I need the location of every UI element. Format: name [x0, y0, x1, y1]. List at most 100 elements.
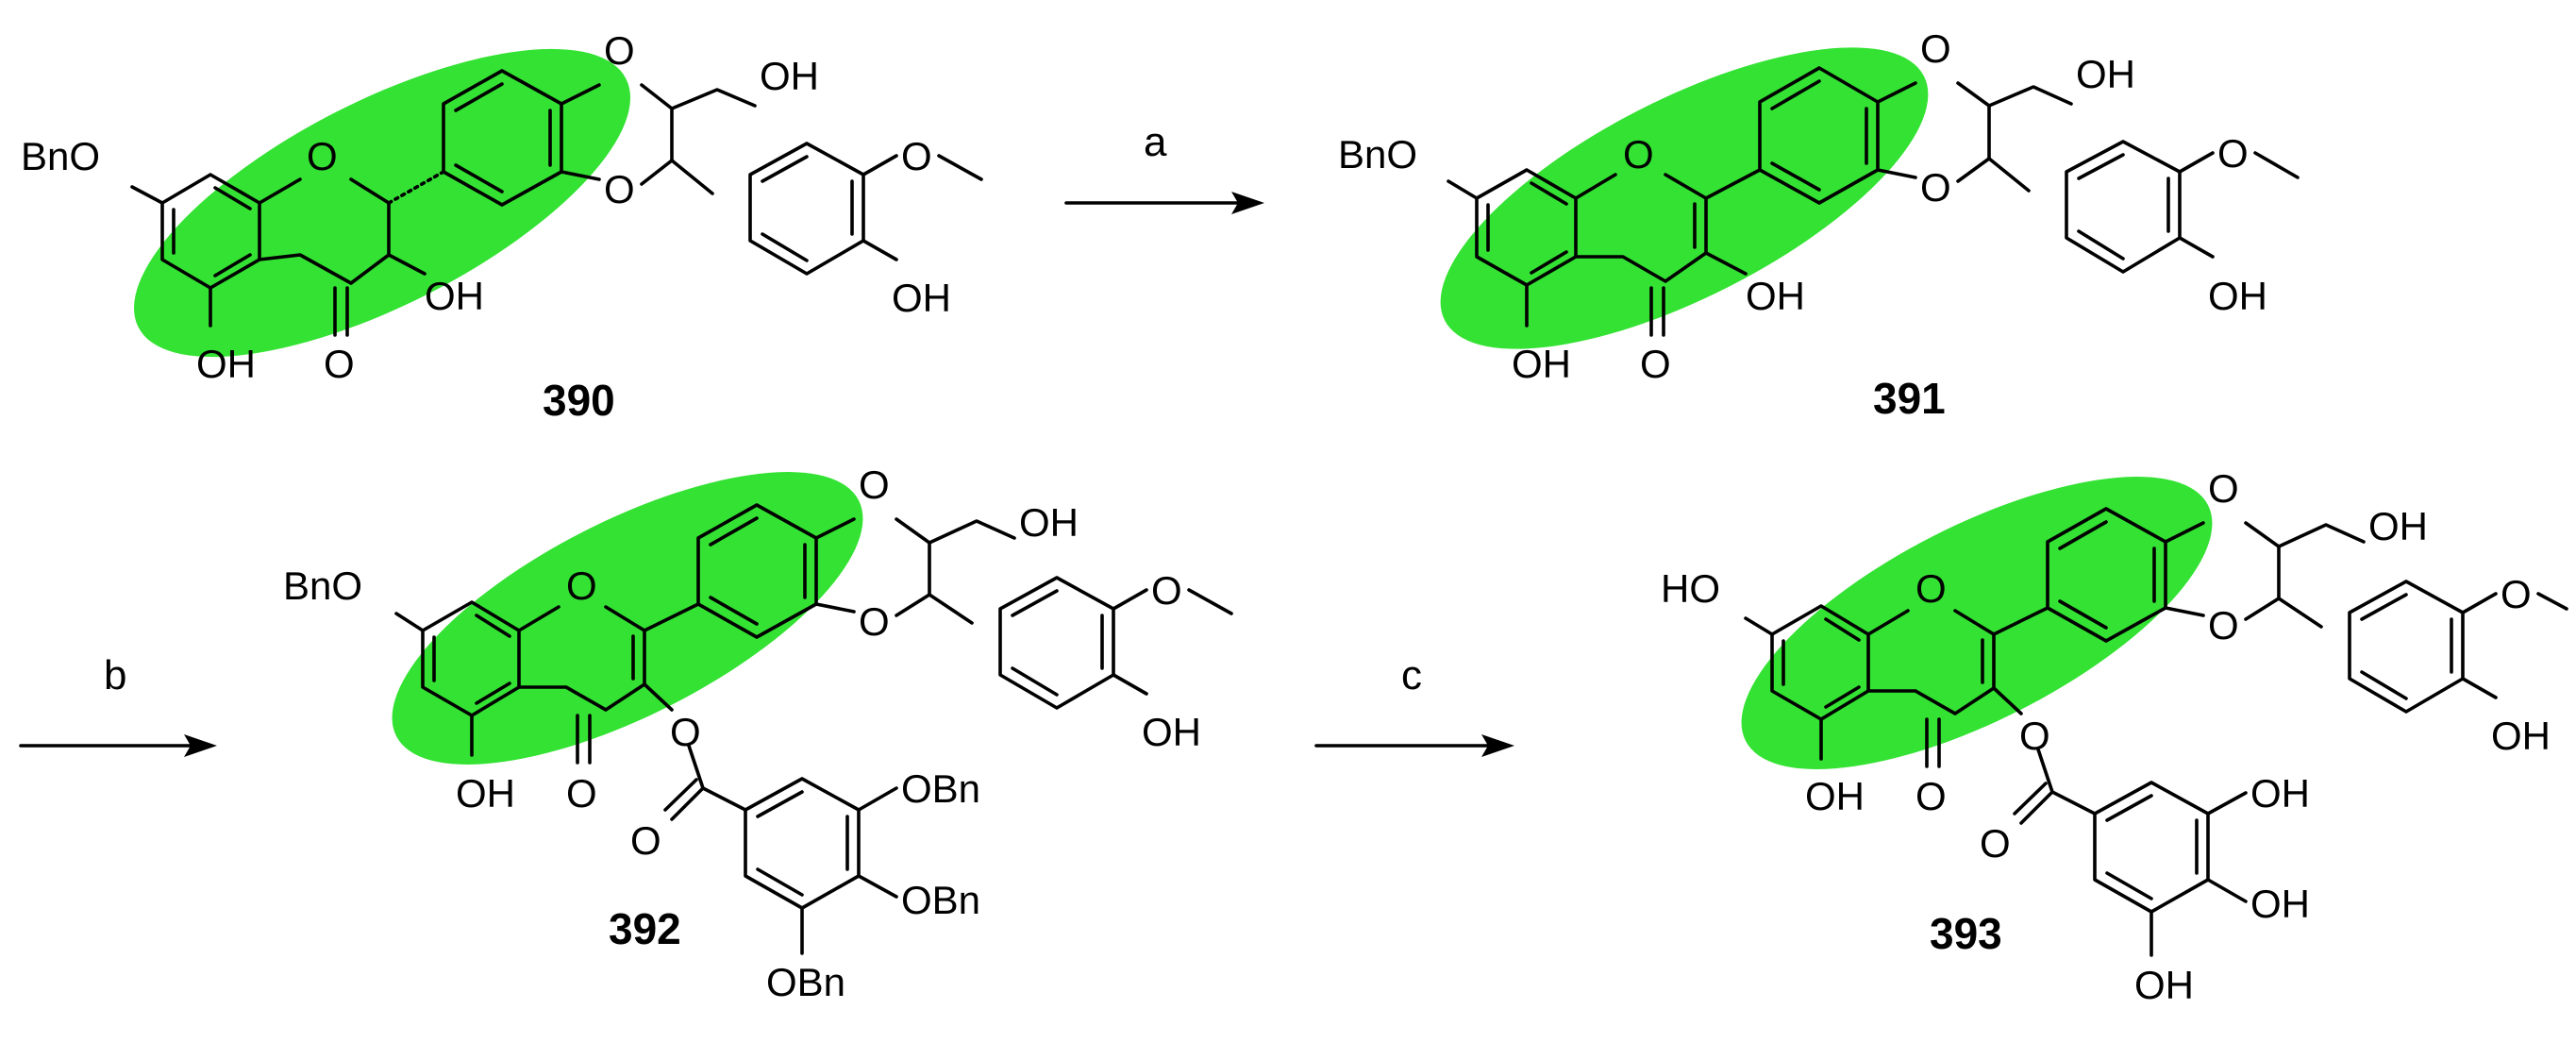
ring-c-bonds [517, 605, 646, 712]
ch2oh-bond [928, 519, 1016, 545]
oh4-label: OH [1142, 710, 1201, 754]
ring-o-label: O [1915, 566, 1947, 611]
ring-b-double-bonds [2058, 520, 2156, 630]
carbonyl-bond [576, 714, 592, 765]
dioxane-bonds [1876, 81, 1991, 183]
bno-label: BnO [21, 134, 100, 178]
c3-o-bond [643, 682, 674, 712]
dioxane-o2-label: O [859, 599, 890, 644]
galloyl-ring-bonds [2093, 781, 2210, 914]
step-c-arrow: c [1314, 652, 1514, 757]
galloyl-substituent-3: OH [2134, 963, 2194, 1007]
ring-d-bonds [2348, 580, 2465, 714]
aryl-link-bond [1987, 157, 2031, 193]
oh4-bond [2178, 236, 2215, 259]
step-b-arrow: b [19, 652, 217, 757]
bno-bond [130, 185, 164, 205]
dioxane-bonds [814, 517, 931, 617]
ring-a-double-bonds [1486, 181, 1568, 275]
carbonyl-bond [1925, 717, 1941, 768]
step-a-arrow: a [1064, 119, 1264, 214]
oh4-label: OH [892, 276, 951, 320]
ring-a-double-bonds [172, 186, 252, 278]
galloyl-substituent-1: OH [2250, 771, 2310, 816]
bno-bond [1447, 179, 1479, 200]
carbonyl-o-label: O [1915, 774, 1947, 818]
c3-oh-bond [387, 253, 427, 276]
ch2oh-label: OH [760, 54, 819, 98]
c2-aryl-bond [1704, 168, 1762, 200]
ring-d-bonds [2065, 140, 2182, 274]
ome-bond [2178, 151, 2300, 179]
bno-bond [394, 612, 425, 632]
dioxane-o1-label: O [604, 28, 635, 73]
galloyl-substituent-1: OBn [901, 766, 980, 811]
ome-bond [861, 154, 983, 181]
dioxane-o1-label: O [859, 463, 890, 507]
oh4-bond [861, 239, 898, 261]
oh5-label: OH [1805, 774, 1865, 818]
aryl-link-bond [670, 159, 714, 195]
oh4-label: OH [2491, 714, 2551, 758]
ester-carbonyl-label: O [630, 818, 661, 863]
dioxane-o1-label: O [1920, 26, 1951, 71]
highlight-ellipse [1440, 47, 1929, 349]
galloyl-o-bonds [2149, 791, 2248, 957]
ring-c-bonds [1866, 609, 1996, 715]
ring-d-double-bonds [2360, 593, 2453, 700]
galloyl-substituent-3: OBn [766, 960, 845, 1004]
dioxane-o2-label: O [2208, 603, 2239, 648]
ch2oh-label: OH [1019, 500, 1079, 545]
ester-bonds [2013, 748, 2097, 825]
ring-d-double-bonds [2077, 153, 2170, 261]
ho7-label: HO [1661, 566, 1720, 611]
ome-label: O [2501, 572, 2532, 616]
ome-bond [2461, 592, 2568, 614]
oh4-bond [2461, 677, 2498, 699]
ch2oh-bond [670, 88, 757, 110]
galloyl-double-bonds [2105, 794, 2199, 900]
ch2oh-label: OH [2368, 504, 2428, 548]
carbonyl-o-label: O [566, 771, 597, 816]
compound-391: BnO O OH O OH O O OH O OH 391 [1338, 26, 2300, 423]
ester-o-label: O [2019, 714, 2050, 758]
dioxane-o2-label: O [1920, 165, 1951, 210]
carbonyl-o-label: O [1640, 342, 1671, 386]
compound-number: 391 [1873, 374, 1946, 423]
galloyl-substituent-2: OBn [901, 878, 980, 922]
compound-number: 392 [609, 904, 681, 953]
bno-label: BnO [283, 564, 362, 608]
ch2oh-label: OH [2076, 52, 2135, 96]
ester-bonds [663, 744, 747, 821]
c2-aryl-bond [643, 602, 700, 632]
carbonyl-bond [333, 286, 349, 337]
ring-c-bonds [1574, 173, 1708, 283]
step-b-label: b [104, 652, 126, 698]
galloyl-double-bonds [756, 790, 849, 897]
bno-label: BnO [1338, 132, 1417, 177]
c3-o-bond [1992, 686, 2023, 715]
compound-number: 393 [1930, 909, 2002, 958]
ring-c-bonds [258, 177, 391, 285]
ring-o-label: O [307, 134, 338, 178]
ester-carbonyl-label: O [1980, 821, 2011, 866]
ring-o-label: O [566, 564, 597, 608]
ring-d-double-bonds [761, 155, 854, 262]
aryl-link-bond [2277, 597, 2323, 629]
ch2oh-bond [2277, 523, 2366, 548]
ring-b-double-bonds [454, 82, 552, 193]
ester-o-label: O [670, 710, 701, 754]
step-c-label: c [1401, 652, 1422, 698]
compound-393: HO O O O O OH O O OH O OH OH OH OH 393 [1661, 466, 2568, 1007]
ome-label: O [2217, 131, 2249, 176]
aryl-link-bond [928, 593, 974, 625]
ring-a-double-bonds [1781, 617, 1861, 709]
oh5-label: OH [456, 771, 515, 816]
galloyl-o-bonds [800, 786, 898, 955]
c2-aryl-bond [1992, 606, 2049, 636]
ch2oh-bond [1987, 85, 2073, 108]
ring-o-label: O [1623, 132, 1654, 177]
compound-390: BnO O OH O OH O O OH O OH 390 [21, 28, 983, 425]
oh5-label: OH [1512, 342, 1571, 386]
